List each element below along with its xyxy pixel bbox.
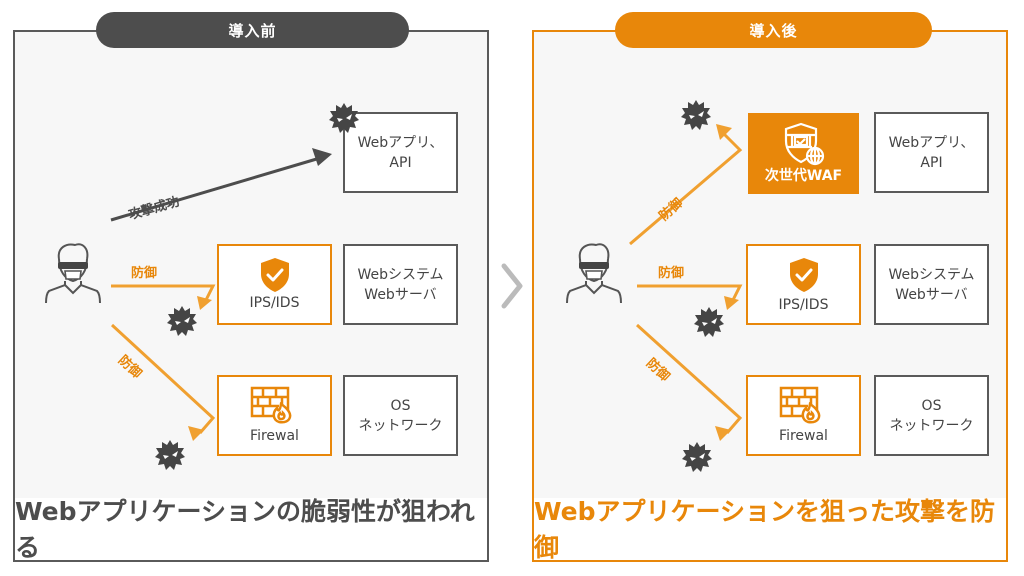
defense-arrowhead-ips <box>724 296 739 310</box>
attack-arrowhead <box>312 148 332 166</box>
defense-arrowhead-ips <box>197 296 212 310</box>
defense-arrow-firewall <box>110 323 216 434</box>
target-label: OS <box>921 397 942 414</box>
target-label: Webシステム <box>888 266 975 283</box>
virus-icon <box>329 103 359 133</box>
target-box-webapp-after: Webアプリ、 API <box>874 112 989 193</box>
firewall-icon <box>250 386 291 424</box>
target-box-os-before: OS ネットワーク <box>343 375 458 456</box>
defense-arrowhead-firewall <box>715 426 731 441</box>
before-title: 導入前 <box>96 12 409 48</box>
target-label: Webアプリ、 <box>357 134 444 151</box>
target-box-websystem-before: Webシステム Webサーバ <box>343 244 458 325</box>
virus-icon <box>694 307 724 337</box>
firewall-box-before: Firewal <box>217 375 332 456</box>
virus-icon <box>155 440 185 470</box>
attacker-icon <box>566 243 622 304</box>
virus-icon <box>167 306 197 336</box>
ips-ids-box-before: IPS/IDS <box>217 244 332 325</box>
target-label: Webアプリ、 <box>888 134 975 151</box>
target-label: ネットワーク <box>889 417 974 434</box>
attacker-icon <box>45 243 101 304</box>
target-box-os-after: OS ネットワーク <box>874 375 989 456</box>
target-box-websystem-after: Webシステム Webサーバ <box>874 244 989 325</box>
shield-check-icon <box>260 258 289 292</box>
target-label: Webシステム <box>357 266 444 283</box>
target-label: Webサーバ <box>364 286 437 303</box>
after-title: 導入後 <box>615 12 932 48</box>
defense-arrowhead-waf <box>716 124 732 140</box>
target-label: API <box>920 154 943 171</box>
target-box-webapp-before: Webアプリ、 API <box>343 112 458 193</box>
chevron-right-icon <box>501 263 523 309</box>
waf-box-after: 次世代WAF <box>748 113 859 194</box>
security-label: IPS/IDS <box>778 297 829 313</box>
attack-arrow <box>110 156 321 222</box>
target-label: Webサーバ <box>895 286 968 303</box>
defense-arrowhead-firewall <box>188 426 204 441</box>
defense-label-ips: 防御 <box>658 266 685 281</box>
virus-icon <box>682 442 712 472</box>
before-caption: Webアプリケーションの脆弱性が狙われる <box>15 497 475 562</box>
ips-ids-box-after: IPS/IDS <box>746 244 861 325</box>
security-label: Firewal <box>250 428 299 444</box>
virus-icon <box>681 100 711 130</box>
shield-check-icon <box>789 258 818 292</box>
security-label: Firewal <box>779 428 828 444</box>
security-label: IPS/IDS <box>249 295 300 311</box>
defense-arrow-ips <box>637 284 743 301</box>
defense-arrow-firewall <box>635 323 743 434</box>
target-label: API <box>389 154 412 171</box>
security-label: 次世代WAF <box>764 168 843 184</box>
defense-label-ips: 防御 <box>131 266 158 281</box>
firewall-icon <box>779 386 820 424</box>
target-label: ネットワーク <box>358 417 443 434</box>
after-caption: Webアプリケーションを狙った攻撃を防御 <box>534 497 996 562</box>
defense-arrow-waf <box>629 130 743 246</box>
target-label: OS <box>390 397 411 414</box>
firewall-box-after: Firewal <box>746 375 861 456</box>
waf-shield-globe-icon <box>784 122 824 166</box>
defense-arrow-ips <box>111 284 216 301</box>
